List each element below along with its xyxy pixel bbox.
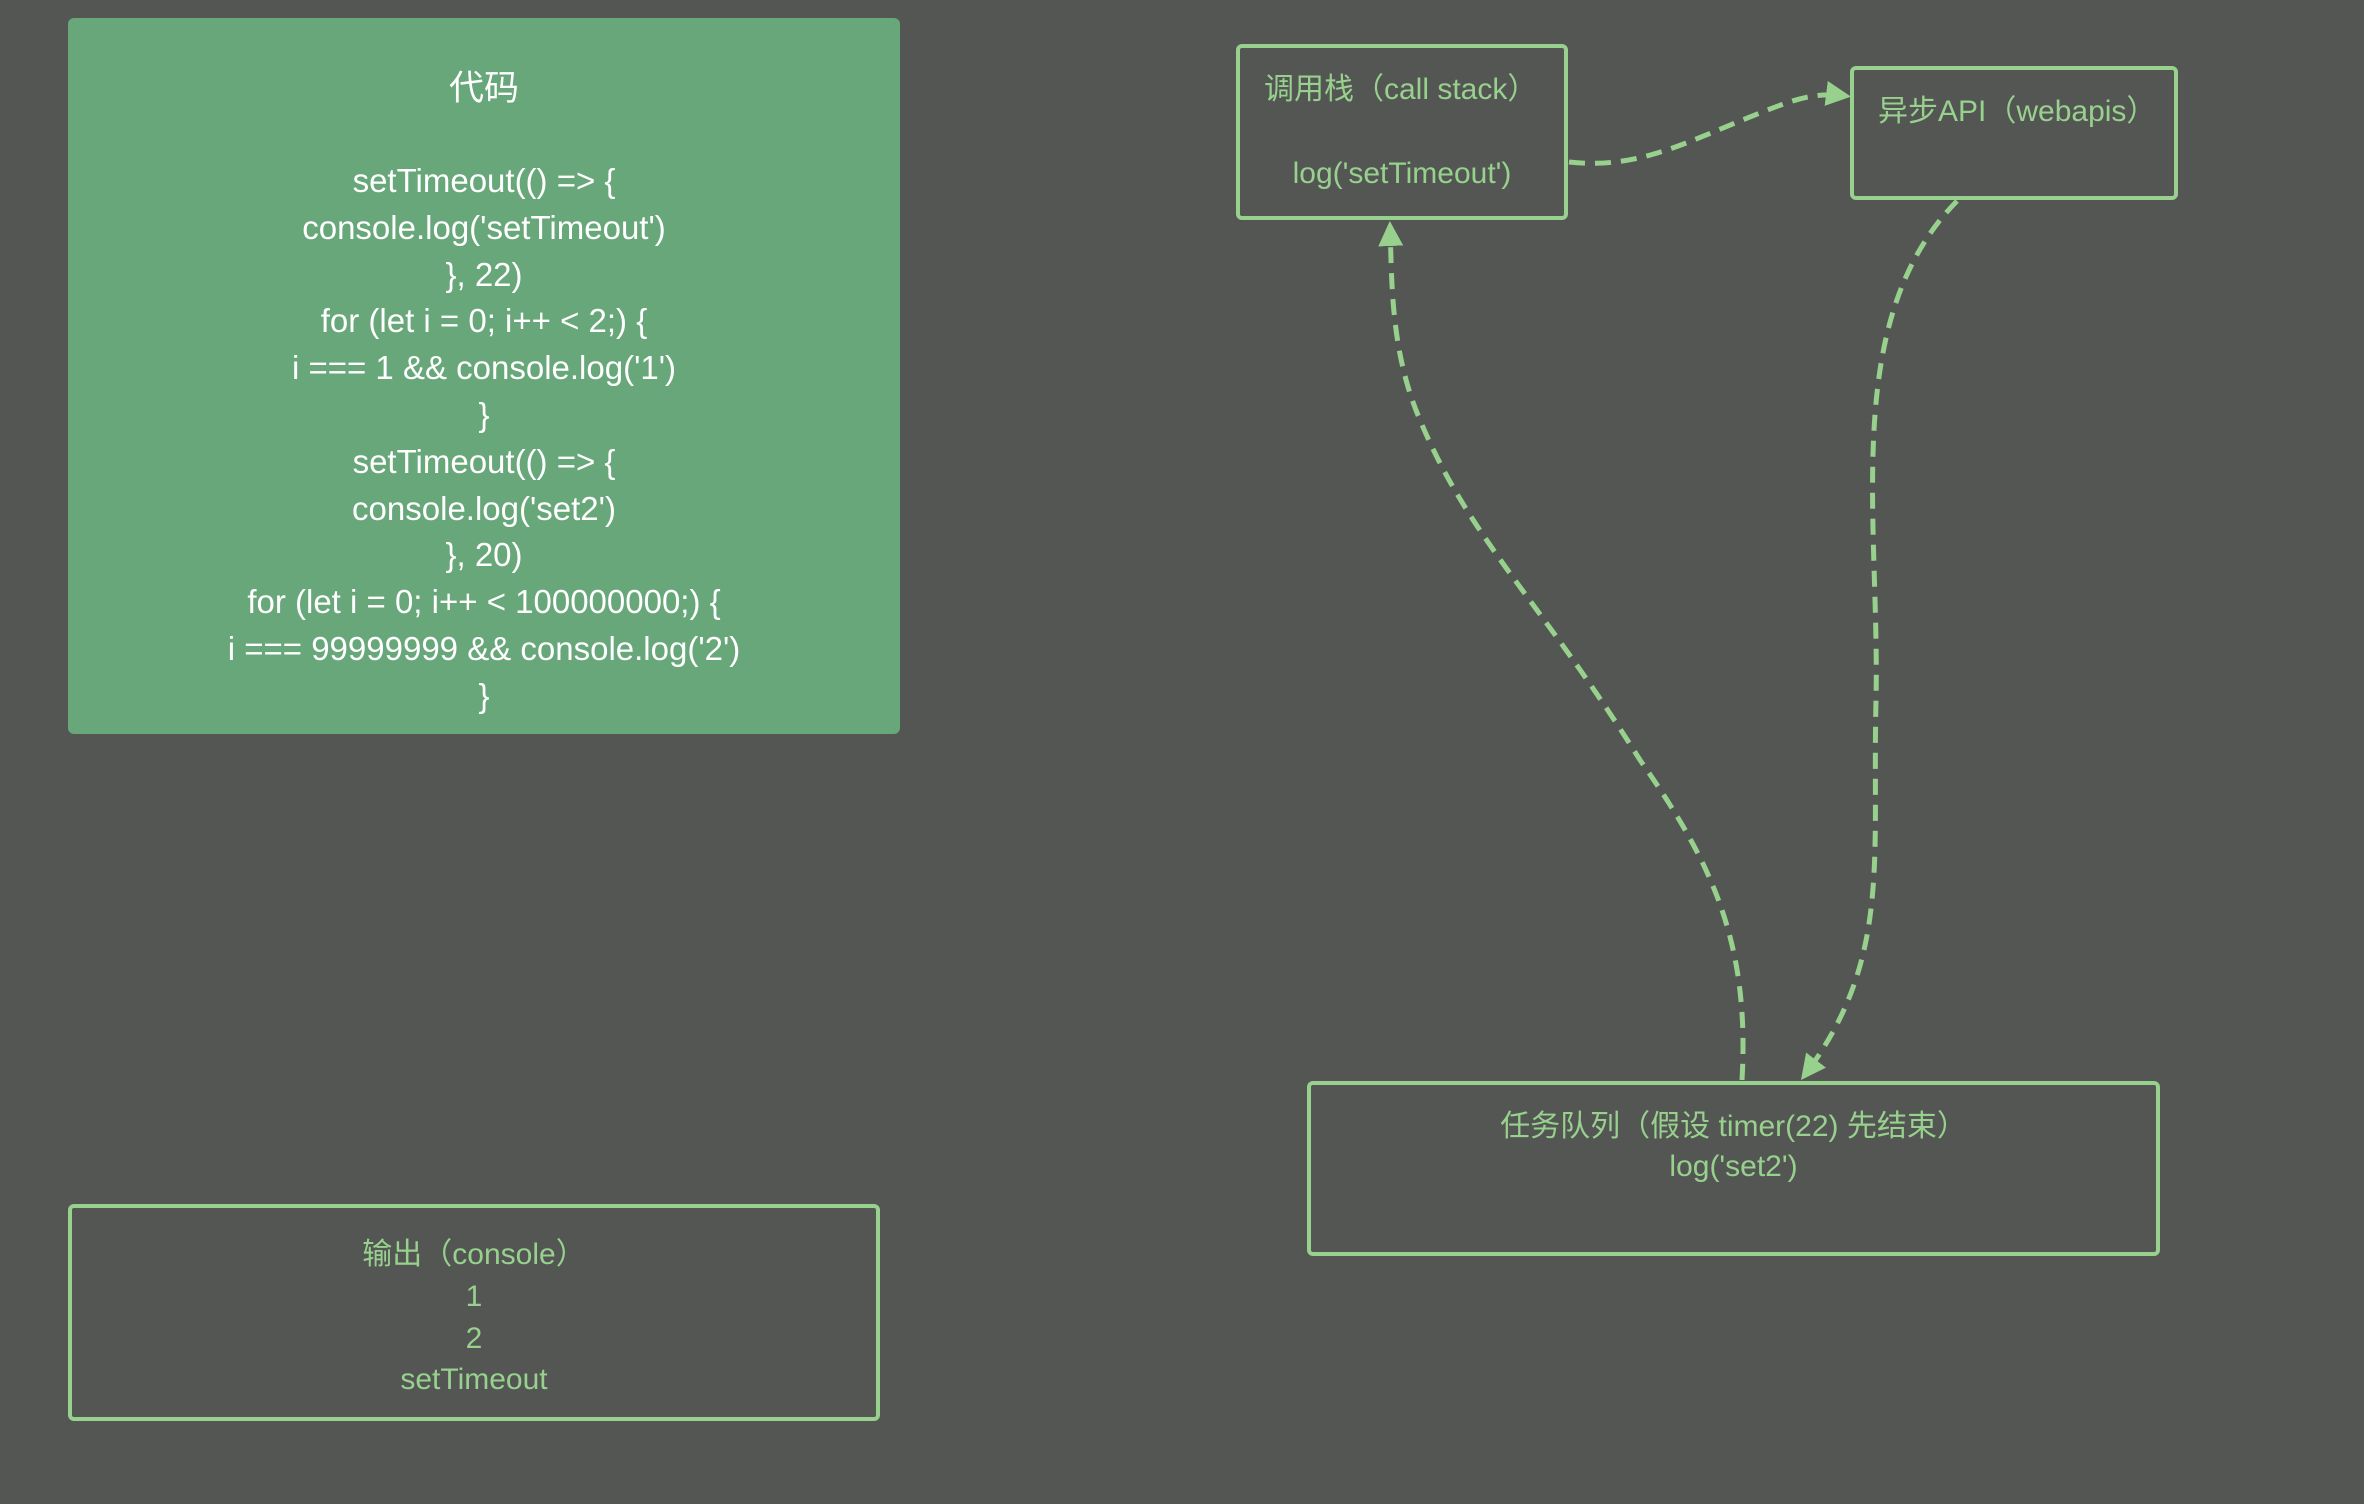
code-line: }, 20) xyxy=(445,536,523,574)
console-output-box: 输出（console） 1 2 setTimeout xyxy=(68,1204,880,1421)
task-queue-box: 任务队列（假设 timer(22) 先结束） log('set2') xyxy=(1307,1081,2160,1256)
console-output-title: 输出（console） xyxy=(362,1238,586,1271)
web-apis-box: 异步API（webapis） xyxy=(1850,66,2178,200)
code-line: } xyxy=(478,676,490,714)
code-line: }, 22) xyxy=(445,255,523,293)
console-output-lines: 1 2 setTimeout xyxy=(72,1276,876,1401)
code-line: for (let i = 0; i++ < 2;) { xyxy=(320,302,648,340)
arrow-queue-to-stack xyxy=(1378,221,1746,1081)
code-listing: setTimeout(() => { console.log('setTimeo… xyxy=(68,158,900,720)
task-queue-title: 任务队列（假设 timer(22) 先结束） xyxy=(1500,1110,1967,1143)
code-line: i === 1 && console.log('1') xyxy=(291,349,677,387)
task-queue-item: log('set2') xyxy=(1669,1150,1798,1183)
console-output-line: setTimeout xyxy=(400,1363,548,1396)
arrow-stack-to-webapis xyxy=(1568,81,1851,166)
call-stack-title: 调用栈（call stack） xyxy=(1264,73,1538,106)
call-stack-box: 调用栈（call stack） log('setTimeout') xyxy=(1236,44,1568,220)
code-line: for (let i = 0; i++ < 100000000;) { xyxy=(247,583,721,621)
arrow-webapis-to-queue xyxy=(1800,199,1959,1080)
code-line: setTimeout(() => { xyxy=(352,162,616,199)
web-apis-title: 异步API（webapis） xyxy=(1878,95,2157,128)
console-output-line: 2 xyxy=(465,1321,483,1355)
code-panel-title: 代码 xyxy=(448,69,519,108)
code-line: console.log('setTimeout') xyxy=(302,208,666,246)
code-line: } xyxy=(478,395,490,433)
code-panel: 代码 setTimeout(() => { console.log('setTi… xyxy=(68,18,900,734)
call-stack-frame: log('setTimeout') xyxy=(1292,157,1512,190)
code-line: setTimeout(() => { xyxy=(352,442,616,480)
code-line: console.log('set2') xyxy=(352,489,616,527)
code-line: i === 99999999 && console.log('2') xyxy=(227,629,741,667)
console-output-line: 1 xyxy=(465,1280,483,1313)
